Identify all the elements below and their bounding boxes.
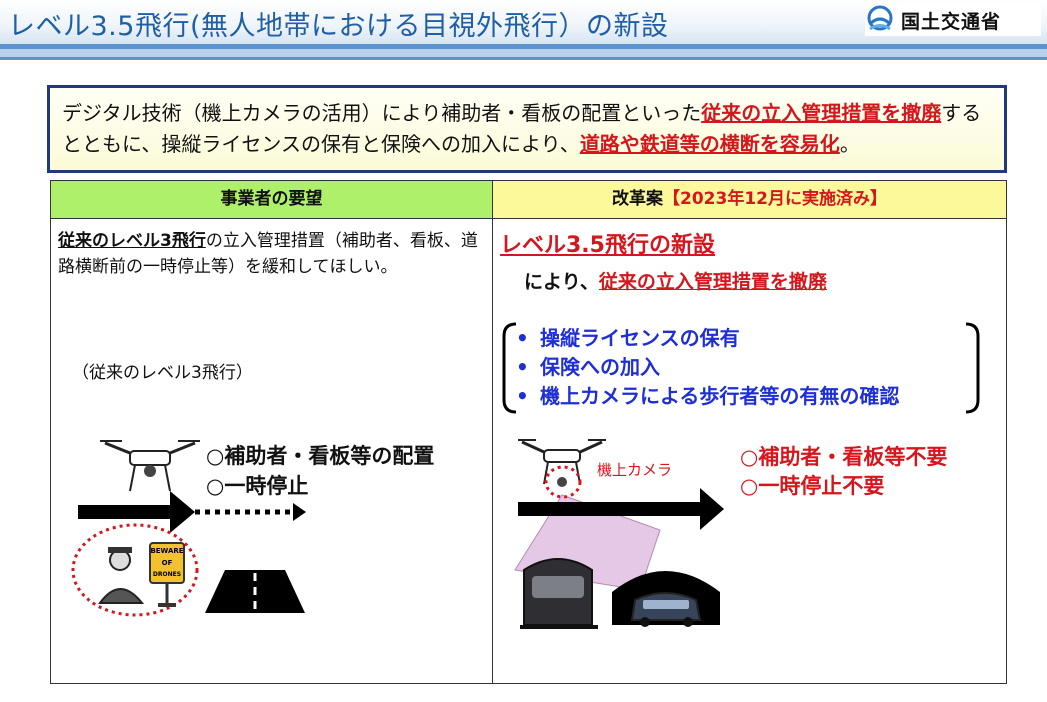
- right-illustration: [514, 439, 724, 629]
- summary-text: デジタル技術（機上カメラの活用）により補助者・看板の配置といった: [62, 101, 702, 125]
- slide-title: レベル3.5飛行(無人地帯における目視外飛行）の新設: [8, 11, 669, 42]
- car-icon: [630, 592, 702, 627]
- condition-insurance: •保険への加入: [516, 353, 899, 382]
- bullet-mark: •: [516, 384, 529, 408]
- request-body: の立入管理措置（補助者、看板、道路横断前の一時停止等）を緩和してほしい。: [58, 231, 478, 277]
- flight-arrow: [78, 491, 195, 533]
- header-divider: [0, 44, 1047, 49]
- left-illustration: BEWARE OF DRONES: [71, 440, 306, 617]
- road-icon: [205, 570, 305, 613]
- header-reform-plan: 改革案【2023年12月に実施済み】: [493, 181, 1006, 219]
- measure-not-required: ○補助者・看板等不要: [740, 445, 948, 469]
- summary-box: デジタル技術（機上カメラの活用）により補助者・看板の配置といった従来の立入管理措…: [47, 85, 1007, 173]
- reform-plan-label: 改革案: [612, 189, 663, 209]
- left-bracket: [502, 322, 517, 414]
- sign-line-1: BEWARE: [150, 547, 183, 555]
- comparison-table: [50, 180, 1007, 684]
- sign-line-2: OF: [162, 559, 173, 567]
- drone-icon: [518, 439, 606, 487]
- header-divider-bottom: [0, 57, 1047, 60]
- ministry-name: 国土交通省: [901, 10, 1002, 33]
- summary-highlight-abolish: 従来の立入管理措置を撤廃: [701, 101, 942, 125]
- train-icon: [520, 558, 598, 629]
- reform-title: レベル3.5飛行の新設: [500, 233, 715, 258]
- reform-by-text: により、: [524, 271, 599, 293]
- left-measures: ○補助者・看板等の配置 ○一時停止: [206, 441, 434, 501]
- right-bracket: [965, 322, 980, 414]
- summary-text-2: するとともに、操縦ライセンスの保有と保険への加入により、: [62, 101, 982, 156]
- measure-temporary-stop: ○一時停止: [206, 474, 309, 498]
- bullet-mark: •: [516, 355, 529, 379]
- ministry-logo: 国土交通省: [865, 4, 1041, 36]
- summary-highlight-crossing: 道路や鉄道等の横断を容易化: [579, 132, 840, 156]
- stop-not-required: ○一時停止不要: [740, 474, 885, 498]
- camera-circle: [544, 465, 582, 499]
- beware-sign-icon: BEWARE OF DRONES: [149, 542, 185, 607]
- header-business-request: 事業者の要望: [51, 181, 492, 219]
- assistant-circle: [71, 523, 199, 617]
- reform-conditions: •操縦ライセンスの保有 •保険への加入 •機上カメラによる歩行者等の有無の確認: [516, 324, 899, 411]
- dotted-arrow-head: [293, 503, 306, 521]
- reform-effect: により、従来の立入管理措置を撤廃: [524, 267, 827, 294]
- previous-level3-label: （従来のレベル3飛行）: [72, 363, 253, 383]
- condition-license: •操縦ライセンスの保有: [516, 324, 899, 353]
- bullet-mark: •: [516, 326, 529, 350]
- guard-icon: [98, 547, 145, 604]
- ministry-emblem-icon: [867, 5, 893, 31]
- condition-camera: •機上カメラによる歩行者等の有無の確認: [516, 382, 899, 411]
- column-divider: [492, 180, 493, 684]
- sign-line-3: DRONES: [153, 571, 181, 578]
- header-band: [0, 49, 1047, 57]
- request-text: 従来のレベル3飛行の立入管理措置（補助者、看板、道路横断前の一時停止等）を緩和し…: [58, 228, 488, 280]
- flight-arrow: [518, 488, 724, 530]
- drone-icon: [100, 440, 200, 492]
- onboard-camera-label: 機上カメラ: [597, 461, 673, 479]
- reform-abolish-text: 従来の立入管理措置を撤廃: [598, 271, 827, 293]
- request-bold: 従来のレベル3飛行: [58, 231, 206, 251]
- right-measures: ○補助者・看板等不要 ○一時停止不要: [740, 443, 947, 501]
- slide-header: レベル3.5飛行(無人地帯における目視外飛行）の新設 国土交通省: [0, 0, 1047, 44]
- summary-period: 。: [839, 132, 860, 156]
- measure-assistant-sign: ○補助者・看板等の配置: [206, 444, 435, 468]
- implemented-tag: 【2023年12月に実施済み】: [663, 189, 887, 209]
